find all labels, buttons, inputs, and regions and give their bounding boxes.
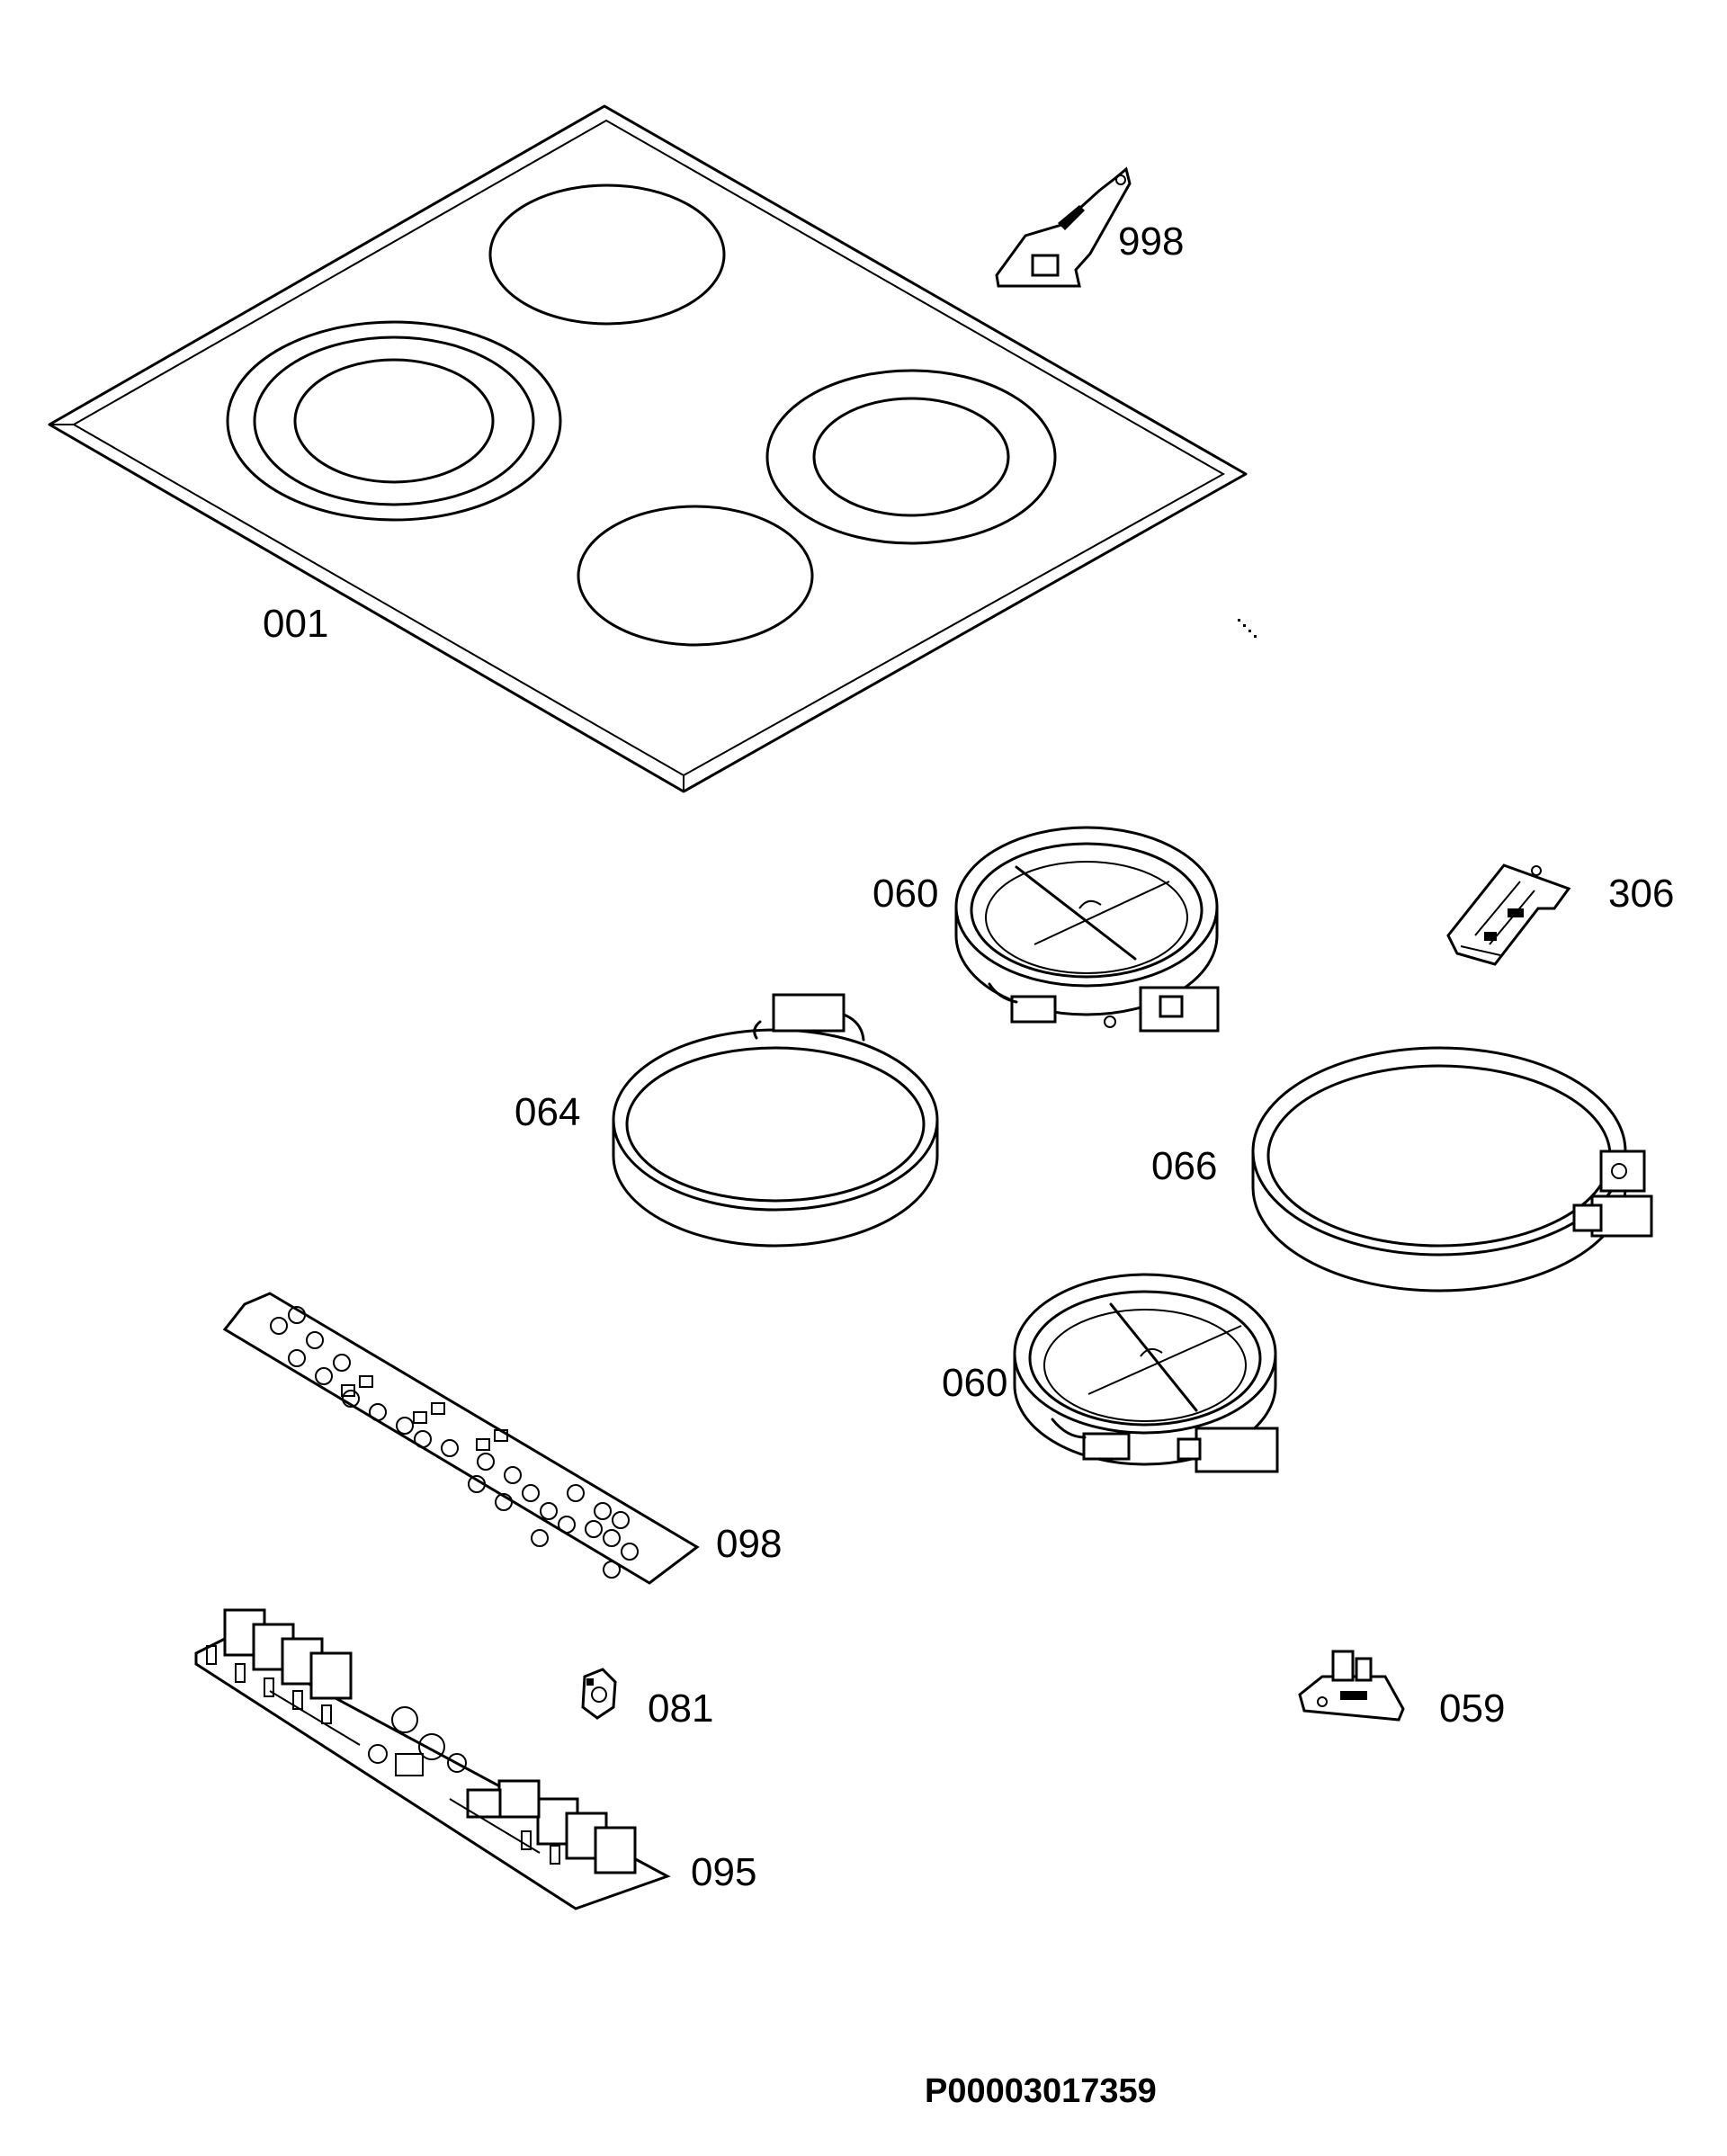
radiant-heater-icon: [1013, 1273, 1279, 1473]
part-label-095: 095: [691, 1850, 757, 1894]
power-board-icon: [194, 1608, 671, 1910]
part-label-060-bottom: 060: [942, 1361, 1008, 1405]
heater-ring-large-icon: [1251, 1046, 1653, 1293]
part-label-001: 001: [263, 602, 329, 646]
part-label-060-top: 060: [872, 872, 939, 916]
part-label-098: 098: [716, 1522, 783, 1566]
part-label-066: 066: [1151, 1144, 1218, 1188]
document-id: P00003017359: [925, 2072, 1157, 2110]
glass-cooktop-icon: [48, 104, 1257, 793]
control-board-icon: [222, 1292, 700, 1585]
part-label-306: 306: [1608, 872, 1675, 916]
scraper-icon: [995, 166, 1132, 288]
part-label-059: 059: [1439, 1686, 1506, 1731]
part-label-064: 064: [515, 1090, 581, 1134]
radiant-heater-icon: [954, 826, 1220, 1033]
clip-icon: [581, 1668, 617, 1720]
heater-ring-icon: [612, 993, 939, 1248]
part-label-081: 081: [648, 1686, 714, 1731]
connector-icon: [1298, 1650, 1405, 1722]
part-label-998: 998: [1118, 219, 1185, 264]
terminal-block-icon: [1446, 863, 1571, 966]
